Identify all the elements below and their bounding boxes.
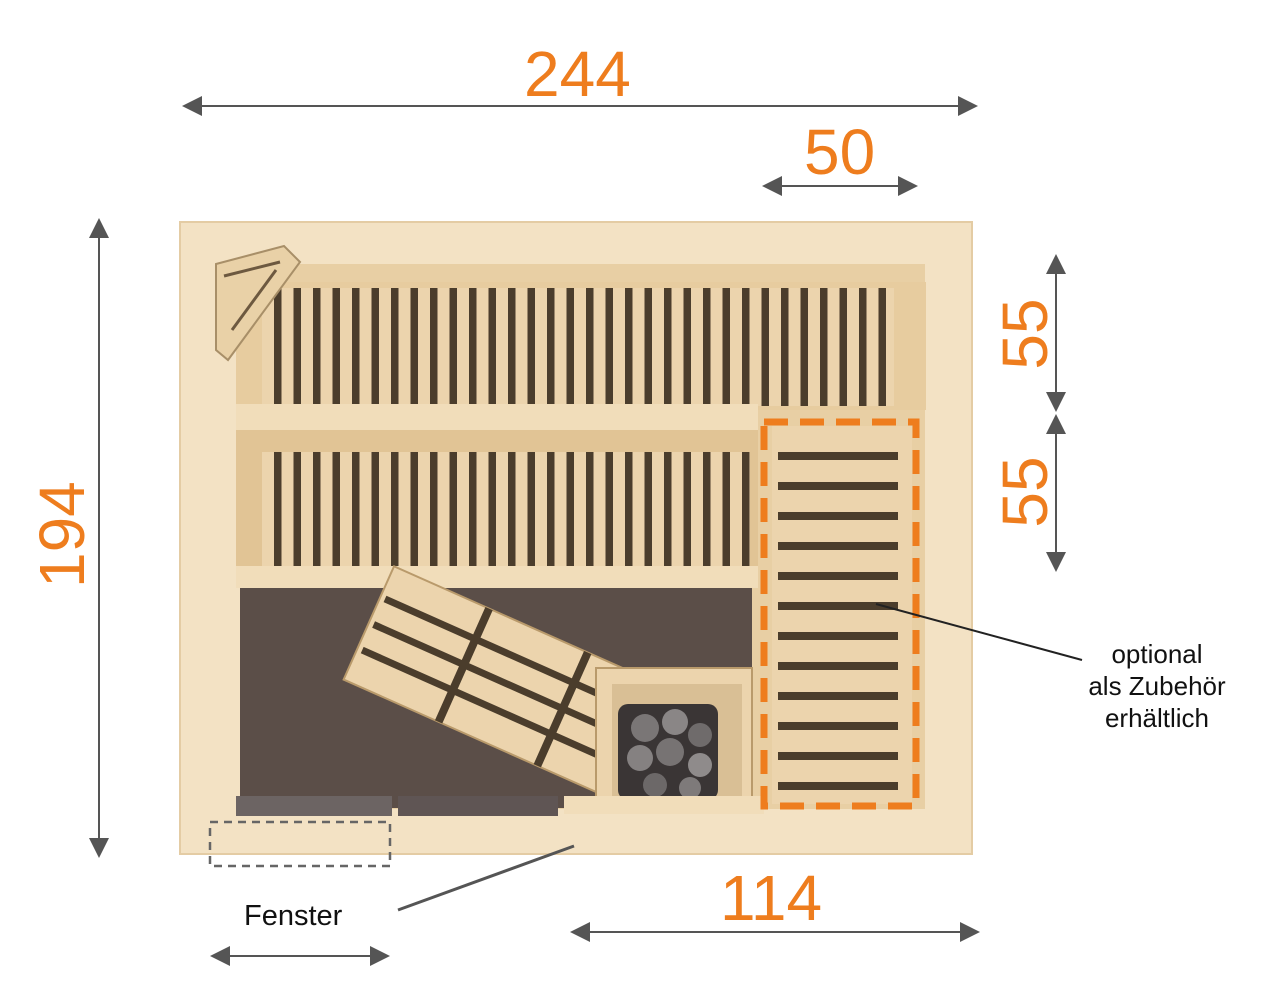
front-step	[564, 796, 764, 814]
leader-optional	[875, 603, 1083, 661]
headrest	[215, 244, 302, 362]
dimension-244: 244	[524, 38, 631, 110]
window-label: Fenster	[244, 900, 343, 932]
leader-lines	[397, 603, 1083, 912]
optional-bench	[760, 418, 920, 810]
lower-bench	[236, 430, 758, 588]
upper-bench	[236, 282, 926, 430]
sauna-heater	[595, 667, 753, 805]
optional-accessory-note: optional als Zubehör erhältlich	[1062, 638, 1252, 734]
dimension-lines	[89, 96, 1066, 966]
optional-line-1: optional	[1111, 639, 1203, 669]
dimension-50: 50	[804, 116, 876, 188]
dimension-55-bottom: 55	[989, 456, 1061, 528]
window-frame	[236, 796, 558, 816]
dimension-194: 194	[26, 481, 98, 588]
optional-line-3: erhältlich	[1104, 703, 1210, 733]
dimension-55-top: 55	[989, 298, 1061, 370]
dimension-114: 114	[720, 862, 823, 934]
window-outline	[208, 820, 392, 868]
optional-line-2: als Zubehör	[1088, 671, 1226, 701]
leader-window	[397, 844, 575, 912]
